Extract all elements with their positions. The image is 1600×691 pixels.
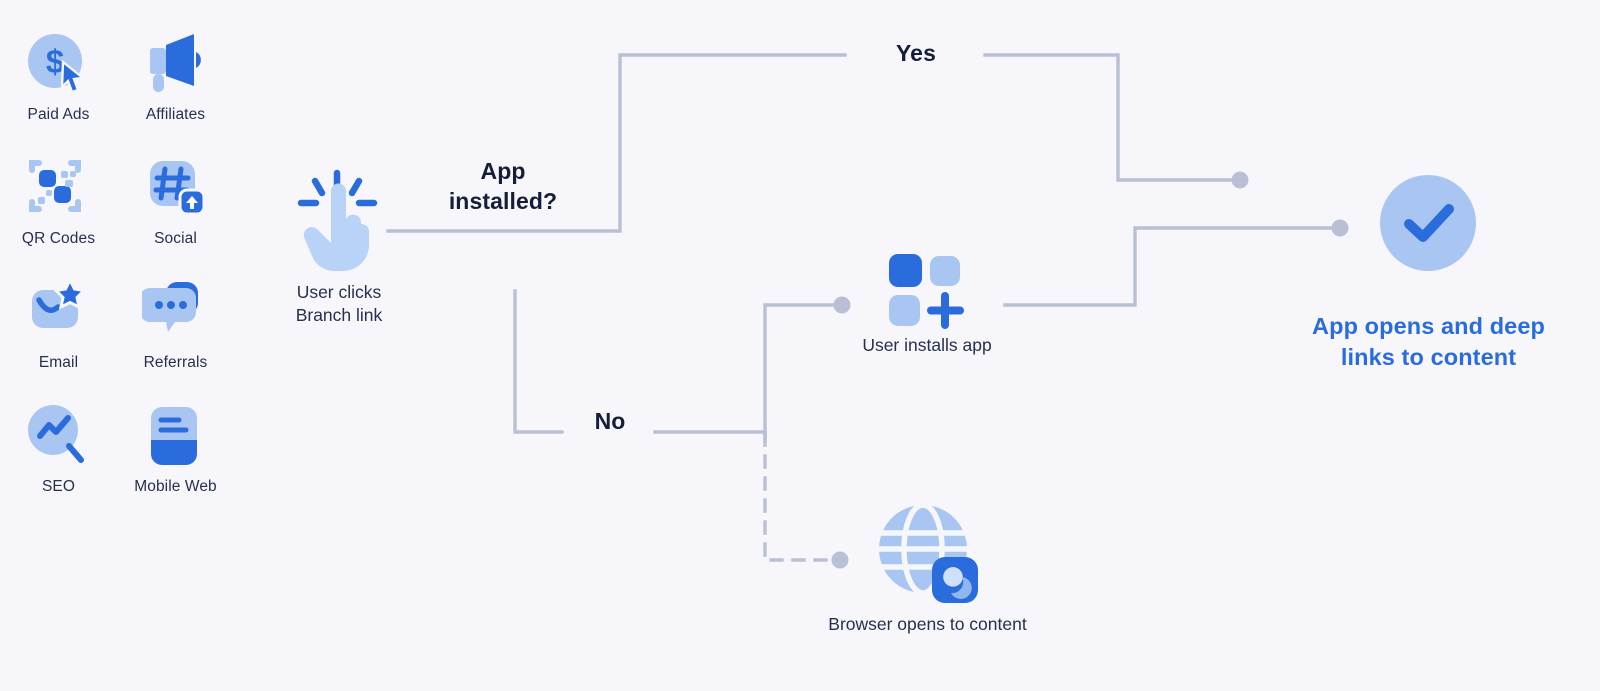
megaphone-icon bbox=[142, 28, 210, 100]
email-star-icon bbox=[25, 276, 93, 348]
node-browser-opens[interactable]: Browser opens to content bbox=[790, 495, 1065, 636]
channel-affiliates[interactable]: Affiliates bbox=[117, 28, 234, 124]
chat-bubbles-icon bbox=[141, 276, 210, 348]
globe-branch-icon bbox=[874, 495, 982, 607]
channel-label: Mobile Web bbox=[134, 478, 217, 495]
channel-row: QR Codes Social bbox=[0, 152, 250, 248]
channel-label: SEO bbox=[41, 478, 76, 495]
node-label: User clicks Branch link bbox=[295, 282, 383, 325]
channel-mobile-web[interactable]: Mobile Web bbox=[117, 400, 234, 496]
wire-yes-to-app bbox=[983, 53, 1234, 182]
node-user-installs-app[interactable]: User installs app bbox=[830, 250, 1024, 357]
channel-label: Affiliates bbox=[145, 106, 206, 123]
decision-app-installed: App installed? bbox=[448, 158, 558, 215]
branch-label-no: No bbox=[594, 408, 626, 434]
channel-email[interactable]: Email bbox=[0, 276, 117, 372]
channel-seo[interactable]: SEO bbox=[0, 400, 117, 496]
channel-label: Email bbox=[38, 354, 79, 371]
channel-referrals[interactable]: Referrals bbox=[117, 276, 234, 372]
qr-code-icon bbox=[25, 152, 93, 224]
paid-ads-icon: $ bbox=[25, 28, 93, 100]
dot-install-node bbox=[833, 296, 851, 314]
check-circle-icon bbox=[1380, 175, 1476, 271]
mobile-web-icon bbox=[142, 400, 210, 472]
channel-row: Email Referrals bbox=[0, 276, 250, 372]
outcome-text: App opens and deep links to content bbox=[1312, 313, 1545, 371]
channel-row: SEO Mobile Web bbox=[0, 400, 250, 496]
wire-decision-to-no bbox=[513, 289, 564, 434]
wire-install-to-app bbox=[1003, 226, 1334, 307]
node-user-clicks[interactable]: User clicks Branch link bbox=[272, 165, 406, 327]
magnifier-chart-icon bbox=[25, 400, 93, 472]
channel-qr-codes[interactable]: QR Codes bbox=[0, 152, 117, 248]
channel-label: QR Codes bbox=[21, 230, 96, 247]
wire-click-to-yes bbox=[386, 53, 847, 233]
channel-row: $ Paid Ads Affiliates bbox=[0, 28, 250, 124]
node-label: Browser opens to content bbox=[828, 614, 1027, 634]
channel-grid: $ Paid Ads Affiliates bbox=[0, 28, 250, 496]
svg-text:$: $ bbox=[45, 43, 63, 80]
wire-endpoint-dots bbox=[831, 171, 1349, 569]
dot-browser-node bbox=[831, 551, 849, 569]
app-install-grid-icon bbox=[885, 250, 969, 330]
channel-paid-ads[interactable]: $ Paid Ads bbox=[0, 28, 117, 124]
channel-label: Paid Ads bbox=[27, 106, 90, 123]
branch-label-yes: Yes bbox=[896, 40, 936, 66]
tap-hand-icon bbox=[293, 165, 385, 277]
dot-yes-endpoint bbox=[1231, 171, 1249, 189]
hashtag-share-icon bbox=[142, 152, 210, 224]
channel-label: Referrals bbox=[143, 354, 208, 371]
channel-social[interactable]: Social bbox=[117, 152, 234, 248]
node-label: User installs app bbox=[862, 335, 992, 355]
channel-label: Social bbox=[154, 230, 197, 247]
wire-no-to-install bbox=[763, 303, 836, 442]
dot-install-endpoint bbox=[1331, 219, 1349, 237]
